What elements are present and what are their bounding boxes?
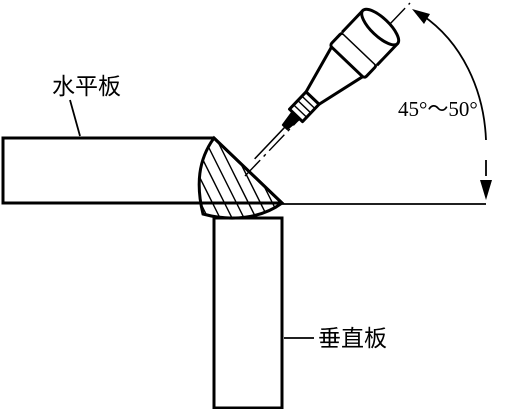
horizontal-plate-label: 水平板: [52, 74, 121, 100]
horizontal-plate-leader: [69, 99, 81, 137]
angle-arc: [421, 14, 487, 176]
angle-arrow-bottom-icon: [480, 180, 492, 200]
vertical-plate: [212, 216, 284, 409]
angle-label: 45°～50°: [398, 97, 478, 121]
horizontal-plate: [1, 136, 286, 205]
welding-electrode: [254, 7, 401, 160]
vertical-plate-label: 垂直板: [318, 326, 387, 352]
angle-arrow-top-icon: [412, 9, 430, 24]
